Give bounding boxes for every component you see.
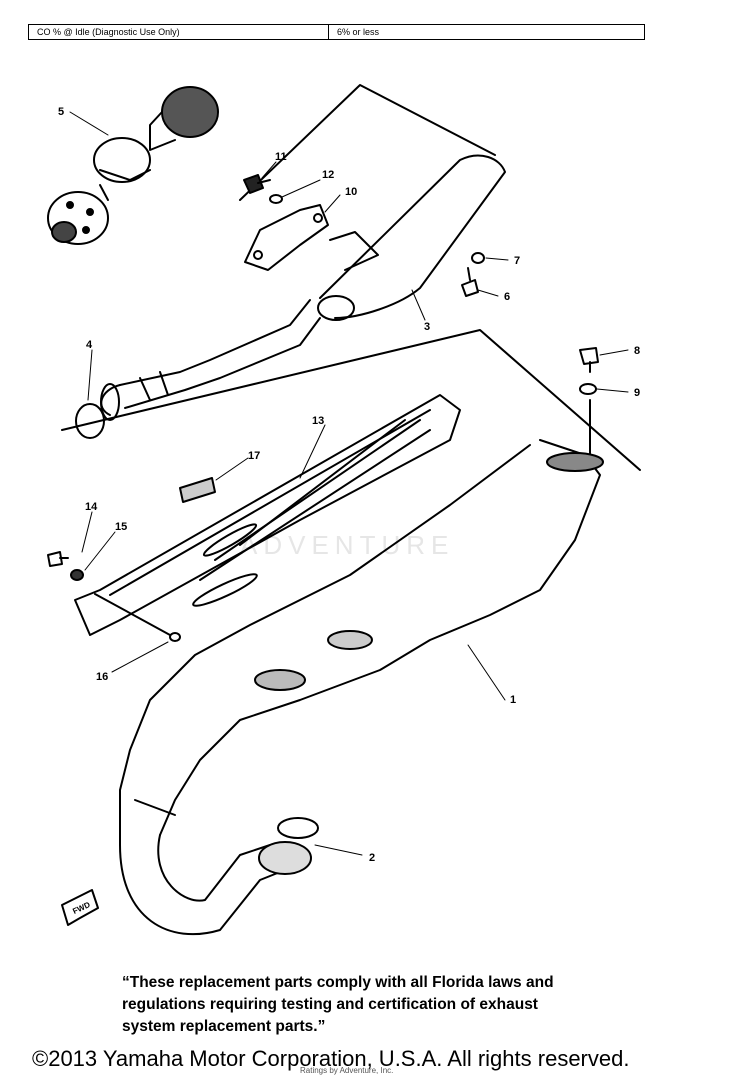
credit-text: Ratings by Adventure, Inc. [300,1066,394,1075]
callout-14: 14 [85,501,98,513]
callout-17: 17 [248,450,260,462]
protector-part-13[interactable] [74,394,461,636]
spec-table: CO % @ Idle (Diagnostic Use Only) 6% or … [28,24,645,40]
washer-part-12[interactable] [269,194,283,204]
callout-8: 8 [634,345,640,357]
clip-part-16[interactable] [169,632,181,642]
callout-6: 6 [504,291,510,303]
washer-part-15[interactable] [70,569,84,581]
exhaust-pipe-part-1[interactable] [119,439,604,936]
spec-label: CO % @ Idle (Diagnostic Use Only) [29,25,329,39]
silencer-part-5[interactable] [47,86,219,245]
compliance-line-3: system replacement parts.” [122,1018,326,1035]
copyright-text: ©2013 Yamaha Motor Corporation, U.S.A. A… [32,1046,630,1071]
callout-9: 9 [634,387,640,399]
compliance-line-1: “These replacement parts comply with all… [122,974,554,991]
compliance-line-2: regulations requiring testing and certif… [122,996,538,1013]
callout-5: 5 [58,106,64,118]
bolt-part-8[interactable] [579,347,599,373]
callout-2: 2 [369,852,375,864]
washer-part-9[interactable] [579,383,597,395]
bracket-part-10[interactable] [244,204,329,271]
muffler-group-frame [239,84,496,201]
callout-11: 11 [275,151,287,163]
muffler-part-3[interactable] [100,154,506,421]
gasket-part-2[interactable] [258,817,319,875]
gasket-part-4[interactable] [75,403,105,439]
bolt-part-14[interactable] [47,551,69,567]
bolt-part-11[interactable] [243,174,271,194]
callout-13: 13 [312,415,324,427]
callout-12: 12 [322,169,334,181]
callout-7: 7 [514,255,520,267]
callout-16: 16 [96,671,108,683]
bolt-part-6[interactable] [461,267,479,297]
callout-4: 4 [86,339,93,351]
callout-15: 15 [115,521,127,533]
compliance-notice: “These replacement parts comply with all… [122,972,722,1038]
callout-10: 10 [345,186,357,198]
label-part-17[interactable] [179,477,216,503]
exhaust-parts-diagram: FWD 1 2 3 4 5 6 7 8 9 10 11 12 13 14 15 … [47,84,641,936]
callout-1: 1 [510,694,516,706]
callout-3: 3 [424,321,430,333]
spec-value: 6% or less [337,27,380,37]
washer-part-7[interactable] [471,252,485,264]
forward-arrow-icon [61,889,99,926]
